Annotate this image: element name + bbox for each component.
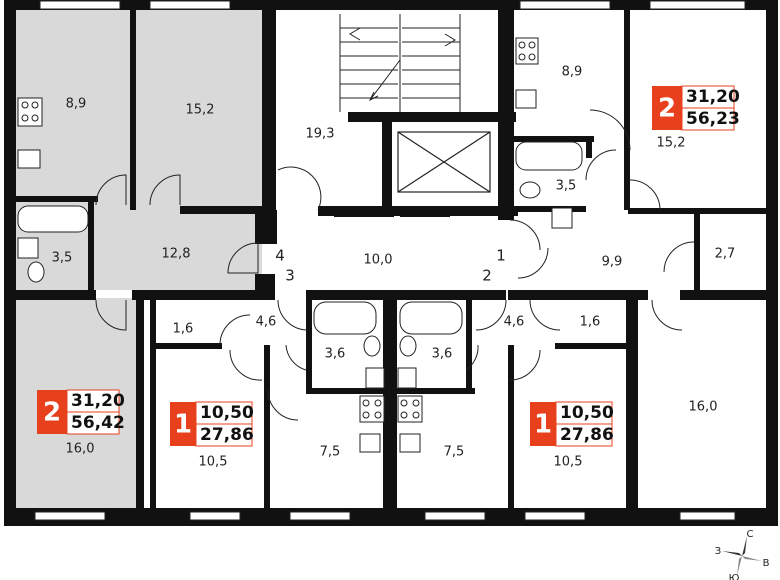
sink-icon <box>399 433 421 453</box>
badge-total-area: 27,86 <box>560 425 614 445</box>
room-area: 3,5 <box>556 179 577 194</box>
badge-apartment-bl[interactable]: 2 31,20 56,42 <box>37 389 125 435</box>
room-area: 7,5 <box>320 445 341 460</box>
room-area: 1,6 <box>173 322 194 337</box>
badge-living-area: 10,50 <box>200 403 254 423</box>
room-area: 16,0 <box>66 442 95 457</box>
room-area: 16,0 <box>689 400 718 415</box>
door-number: 1 <box>496 247 506 265</box>
interior-walls <box>16 10 768 516</box>
room-area: 12,8 <box>162 247 191 262</box>
stove-icon <box>359 395 385 423</box>
badge-total-area: 27,86 <box>200 425 254 445</box>
toilet-icon <box>519 181 541 199</box>
badge-living-area: 10,50 <box>560 403 614 423</box>
washbasin-icon <box>551 207 573 229</box>
badge-room-count: 1 <box>174 410 192 440</box>
washbasin-icon <box>365 367 385 389</box>
bathtub-icon <box>399 301 463 335</box>
staircase <box>339 14 461 112</box>
room-area: 3,6 <box>325 347 346 362</box>
bathtub-icon <box>17 205 89 233</box>
sink-icon <box>17 149 41 169</box>
room-area: 3,5 <box>52 251 73 266</box>
toilet-icon <box>363 335 381 357</box>
stove-icon <box>397 395 423 423</box>
room-area: 4,6 <box>256 315 277 330</box>
room-area: 7,5 <box>444 445 465 460</box>
badge-room-count: 2 <box>43 398 61 428</box>
toilet-icon <box>399 335 417 357</box>
sink-icon <box>359 433 381 453</box>
washbasin-icon <box>17 237 39 259</box>
door-numbers: 4 3 1 2 <box>275 247 506 285</box>
room-area: 9,9 <box>602 255 623 270</box>
room-area: 8,9 <box>66 97 87 112</box>
room-area: 10,5 <box>554 455 583 470</box>
room-area: 1,6 <box>580 315 601 330</box>
room-area: 15,2 <box>186 103 215 118</box>
room-area: 8,9 <box>562 65 583 80</box>
compass-north: С <box>747 529 754 540</box>
badge-room-count: 2 <box>658 94 676 124</box>
door-number: 3 <box>285 267 295 285</box>
badge-total-area: 56,23 <box>686 109 740 129</box>
compass-south: Ю <box>729 573 740 580</box>
room-area: 4,6 <box>504 315 525 330</box>
compass-east: В <box>763 558 770 569</box>
stove-icon <box>17 97 43 127</box>
badge-apartment-a2[interactable]: 1 10,50 27,86 <box>530 401 614 447</box>
door-number: 2 <box>482 267 492 285</box>
badge-apartment-tr[interactable]: 2 31,20 56,23 <box>652 85 740 131</box>
bathtub-icon <box>313 301 377 335</box>
room-area: 10,0 <box>364 253 393 268</box>
windows <box>34 0 746 521</box>
compass-west: З <box>715 546 721 557</box>
bathtub-icon <box>515 141 583 171</box>
badge-living-area: 31,20 <box>686 87 740 107</box>
room-area: 10,5 <box>199 455 228 470</box>
door-swings <box>95 109 695 421</box>
stove-icon <box>515 37 539 65</box>
room-area: 3,6 <box>432 347 453 362</box>
compass-rose: С З В Ю <box>715 529 770 580</box>
room-labels: 8,9 15,2 3,5 12,8 19,3 10,0 8,9 3,5 15,2… <box>52 65 736 470</box>
room-area: 19,3 <box>306 127 335 142</box>
badge-total-area: 56,42 <box>71 413 125 433</box>
door-number: 4 <box>275 247 285 265</box>
badge-room-count: 1 <box>534 410 552 440</box>
badge-living-area: 31,20 <box>71 391 125 411</box>
elevator-shaft <box>397 131 491 193</box>
room-area: 15,2 <box>657 136 686 151</box>
toilet-icon <box>27 261 45 283</box>
room-area: 2,7 <box>715 247 736 262</box>
badge-apartment-a1[interactable]: 1 10,50 27,86 <box>170 401 254 447</box>
sink-icon <box>515 89 537 109</box>
washbasin-icon <box>397 367 417 389</box>
fixtures <box>17 37 583 453</box>
